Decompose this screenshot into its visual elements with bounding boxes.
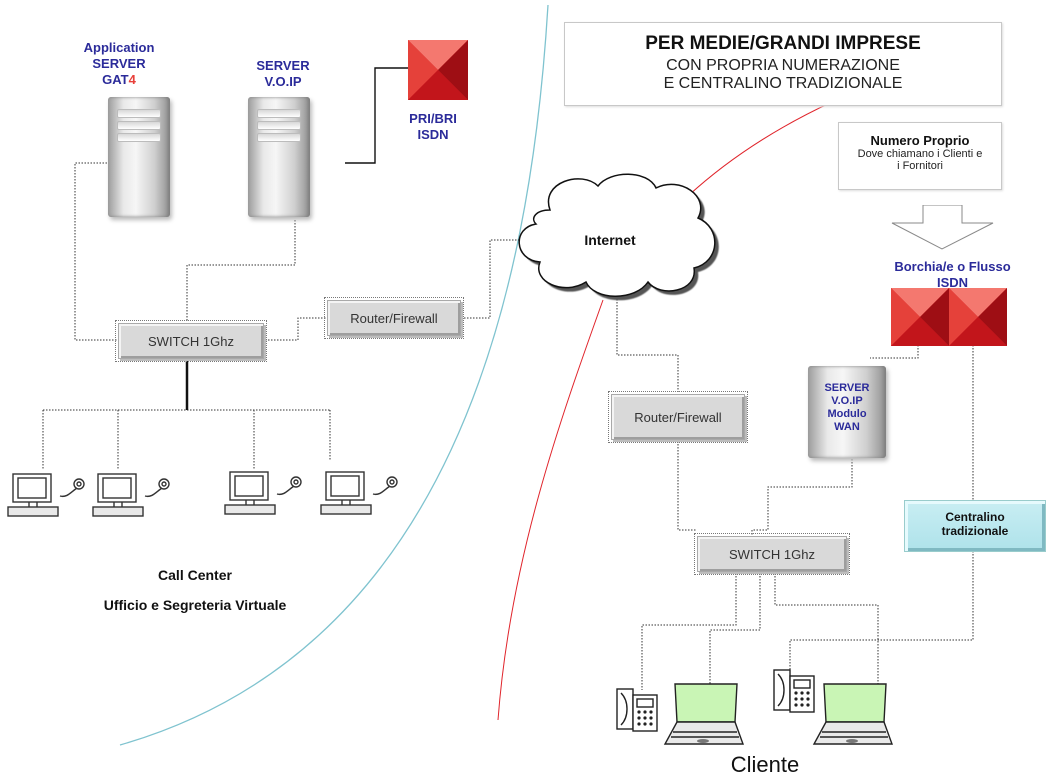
app-server-label: Application SERVER GAT4	[74, 40, 164, 88]
internet-cloud-icon	[510, 170, 725, 302]
voip-server-label-line2: V.O.IP	[264, 74, 302, 89]
numero-proprio-heading: Numero Proprio	[870, 133, 970, 148]
centralino-line1: Centralino	[945, 510, 1005, 524]
red-curve-bottom	[497, 299, 604, 721]
right-server-label: SERVER V.O.IP Modulo WAN	[808, 382, 886, 434]
laptop-icon-1	[663, 682, 745, 748]
laptop-icon-2	[812, 682, 894, 748]
right-server-label-line4: WAN	[834, 421, 860, 433]
call-center-caption: Call Center	[158, 567, 232, 583]
left-switch: SWITCH 1Ghz	[115, 320, 267, 362]
desktop-pc-icon-2	[90, 470, 170, 520]
isdn-left-label: PRI/BRI ISDN	[393, 111, 473, 143]
app-server-label-line3: GAT4	[74, 72, 164, 88]
desktop-pc-icon-3	[222, 468, 302, 518]
app-server-gat-number: 4	[128, 72, 136, 87]
internet-label: Internet	[584, 232, 636, 248]
title-line3: E CENTRALINO TRADIZIONALE	[663, 75, 903, 92]
left-router-firewall: Router/Firewall	[324, 297, 464, 339]
voip-server-tower-icon	[248, 97, 310, 217]
right-server-label-line3: Modulo	[827, 408, 867, 420]
app-server-gat: GAT	[102, 72, 129, 87]
app-server-label-line2: SERVER	[92, 56, 146, 71]
borchia-label-line1: Borchia/e o Flusso	[894, 259, 1011, 274]
borchia-label-line2: ISDN	[936, 275, 969, 290]
voip-server-label: SERVER V.O.IP	[243, 58, 323, 90]
left-divider-curve	[119, 4, 549, 746]
right-server-label-line2: V.O.IP	[831, 395, 863, 407]
desktop-pc-icon-1	[5, 470, 85, 520]
numero-proprio-line1: Dove chiamano i Clienti e	[857, 148, 983, 160]
numero-proprio-line2: i Fornitori	[897, 160, 943, 172]
borchia-label: Borchia/e o Flusso ISDN	[870, 259, 1035, 291]
isdn-left-label-line1: PRI/BRI	[409, 111, 457, 126]
desk-phone-icon-2	[772, 668, 818, 716]
numero-proprio-box: Numero Proprio Dove chiamano i Clienti e…	[838, 122, 1002, 190]
desktop-pc-icon-4	[318, 468, 398, 518]
application-server-tower-icon	[108, 97, 170, 217]
title-line2: CON PROPRIA NUMERAZIONE	[666, 57, 900, 74]
cliente-caption: Cliente	[730, 752, 800, 777]
isdn-double-block-icon	[891, 288, 1007, 346]
centralino-line2: tradizionale	[941, 524, 1009, 538]
centralino-box: Centralino tradizionale	[904, 500, 1046, 552]
ufficio-caption: Ufficio e Segreteria Virtuale	[103, 597, 287, 613]
voip-server-label-line1: SERVER	[256, 58, 310, 73]
right-server-label-line1: SERVER	[824, 382, 870, 394]
down-arrow-icon	[890, 204, 995, 255]
title-line1: PER MEDIE/GRANDI IMPRESE	[645, 33, 921, 54]
isdn-left-label-line2: ISDN	[417, 127, 449, 142]
app-server-label-line1: Application	[83, 40, 155, 55]
isdn-red-block-icon	[408, 40, 468, 100]
right-voip-server-tower-icon	[808, 366, 886, 458]
title-box: PER MEDIE/GRANDI IMPRESE CON PROPRIA NUM…	[564, 22, 1002, 106]
desk-phone-icon-1	[615, 687, 661, 735]
right-router-firewall: Router/Firewall	[608, 391, 748, 443]
right-switch: SWITCH 1Ghz	[694, 533, 850, 575]
